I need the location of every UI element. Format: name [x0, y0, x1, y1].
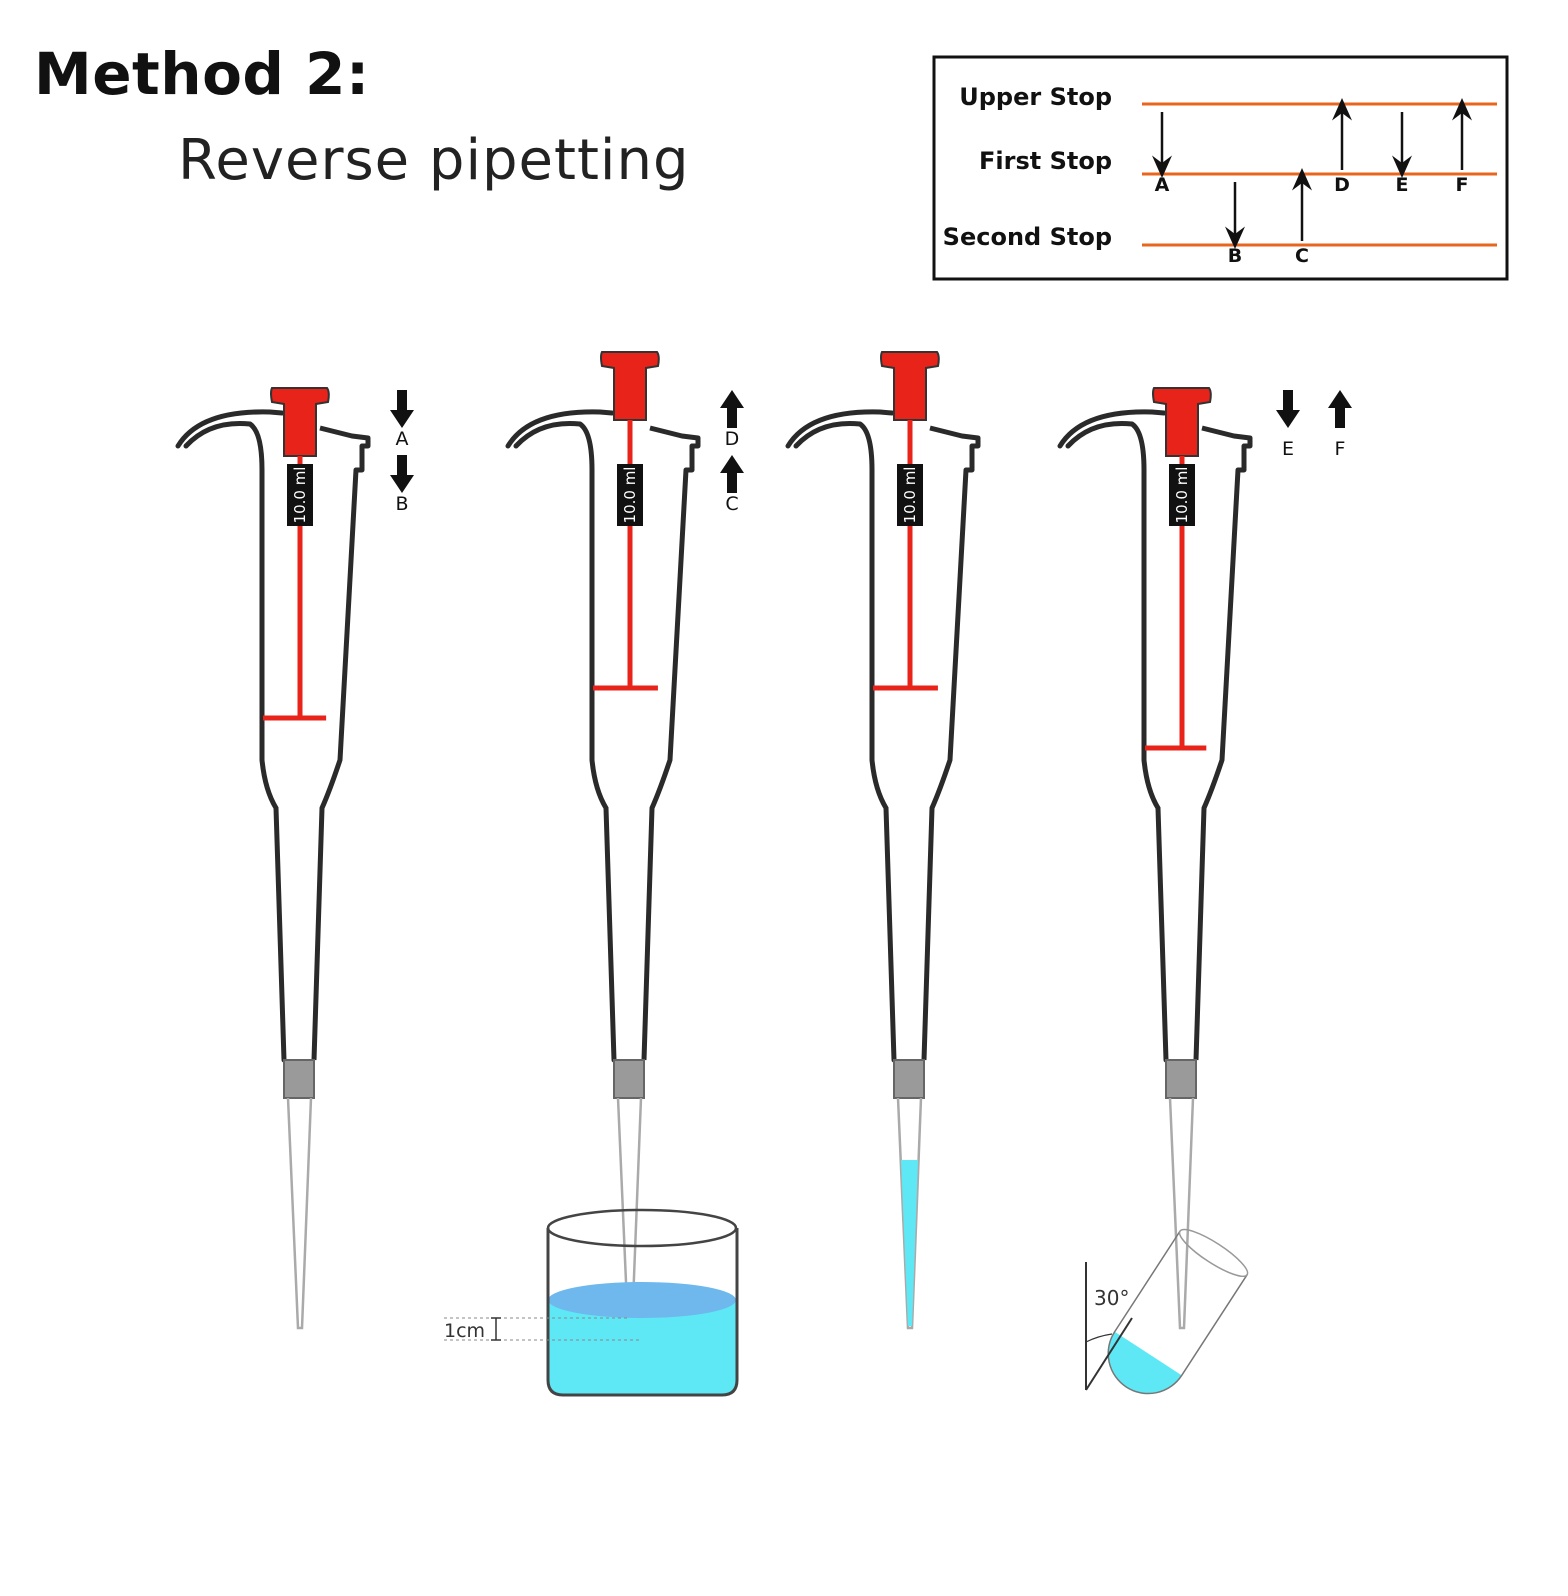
step-label-a: A	[1155, 174, 1170, 196]
pipette-1: 10.0 ml	[175, 387, 371, 1330]
pipette-2: 10.0 ml	[505, 351, 701, 1330]
pipette-body-right	[311, 425, 371, 1061]
stop-legend: Upper Stop First Stop Second Stop A B C D E F	[932, 55, 1509, 281]
tube-wall	[1107, 1230, 1248, 1395]
volume-label: 10.0 ml	[291, 467, 309, 524]
legend-first-stop: First Stop	[979, 147, 1112, 175]
step-label-d: D	[1334, 174, 1350, 196]
step-letter: F	[1335, 438, 1346, 460]
plunger-button	[880, 351, 940, 421]
step-letter: E	[1282, 438, 1294, 460]
plunger-button	[1152, 387, 1212, 457]
volume-display	[897, 464, 923, 526]
beaker-rim	[546, 1208, 738, 1248]
step-label-b: B	[1228, 245, 1242, 267]
collection-tube	[1107, 1228, 1249, 1395]
pipette-body-right	[1193, 425, 1253, 1061]
method-subtitle: Reverse pipetting	[178, 128, 690, 193]
depth-label: 1cm	[444, 1320, 485, 1342]
pipette-body-right	[921, 425, 981, 1061]
arrow-up-icon	[720, 390, 744, 428]
pipette-tip	[286, 1097, 313, 1330]
angle-label: 30°	[1094, 1286, 1129, 1310]
step-arrow-c: C	[720, 455, 744, 515]
beaker: 1cm	[444, 1208, 739, 1397]
pipette-body-left	[1057, 409, 1169, 1063]
step-letter: A	[396, 428, 409, 450]
aspirated-liquid	[901, 1160, 918, 1326]
step-arrow-e: E	[1276, 390, 1300, 460]
angle-arc	[1085, 1333, 1113, 1343]
volume-label: 10.0 ml	[621, 467, 639, 524]
beaker-liquid	[548, 1300, 737, 1395]
step-letter: C	[725, 493, 738, 515]
legend-upper-stop: Upper Stop	[959, 83, 1112, 111]
volume-label: 10.0 ml	[901, 467, 919, 524]
pipette-body-left	[175, 409, 287, 1063]
tip-collar	[613, 1059, 645, 1099]
step-letter: D	[725, 428, 740, 450]
pipette-body-left	[785, 409, 897, 1063]
step-label-f: F	[1456, 174, 1469, 196]
arrow-down-icon	[1276, 390, 1300, 428]
tip-collar	[1165, 1059, 1197, 1099]
step-arrow-f: F	[1328, 390, 1352, 460]
volume-display	[1169, 464, 1195, 526]
pipette-3: 10.0 ml	[785, 351, 981, 1330]
legend-second-stop: Second Stop	[943, 223, 1112, 251]
pipette-body-left	[505, 409, 617, 1063]
pipette-tip	[1168, 1097, 1195, 1330]
angle-line	[1085, 1317, 1133, 1391]
arrow-down-icon	[390, 455, 414, 493]
step-arrow-b: B	[390, 455, 414, 515]
tip-collar	[893, 1059, 925, 1099]
liquid-surface	[548, 1282, 736, 1318]
beaker-wall	[546, 1228, 739, 1397]
step-letter: B	[395, 493, 408, 515]
method-title: Method 2:	[34, 40, 370, 108]
plunger-button	[600, 351, 660, 421]
arrow-up-icon	[720, 455, 744, 493]
plunger-button	[270, 387, 330, 457]
tube-rim	[1178, 1228, 1249, 1278]
arrow-up-icon	[1328, 390, 1352, 428]
step-arrow-a: A	[390, 390, 414, 450]
pipette-body-right	[641, 425, 701, 1061]
step-label-c: C	[1295, 245, 1309, 267]
pipette-4: 10.0 ml	[1057, 387, 1253, 1330]
step-arrow-d: D	[720, 390, 744, 450]
arrow-down-icon	[390, 390, 414, 428]
volume-display	[617, 464, 643, 526]
tube-liquid	[1108, 1331, 1182, 1394]
depth-marker-icon	[491, 1317, 501, 1341]
volume-label: 10.0 ml	[1173, 467, 1191, 524]
pipette-tip	[896, 1097, 923, 1330]
volume-display	[287, 464, 313, 526]
step-label-e: E	[1396, 174, 1409, 196]
tip-collar	[283, 1059, 315, 1099]
